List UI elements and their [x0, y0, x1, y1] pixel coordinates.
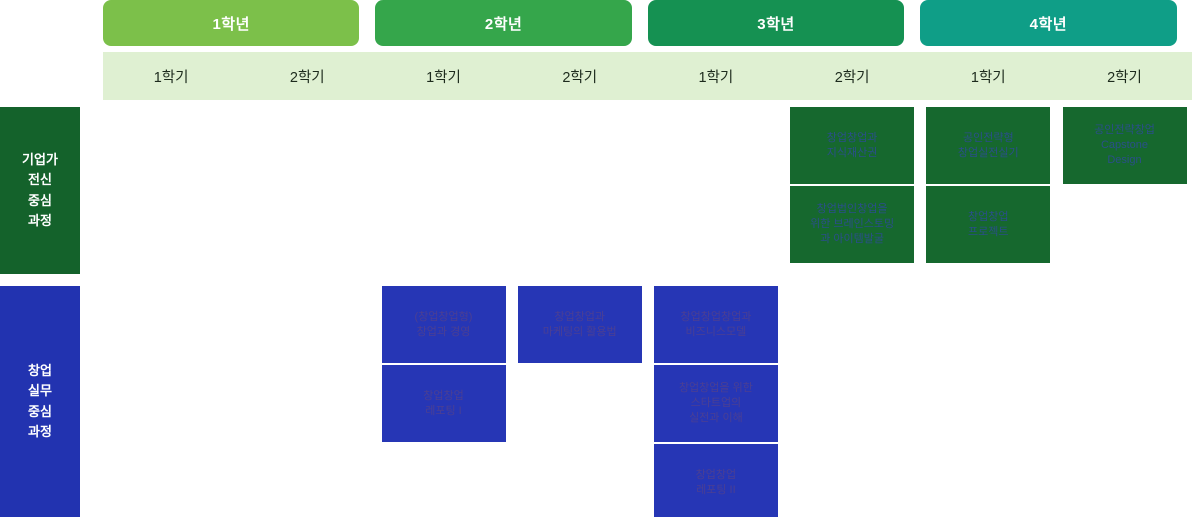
track-label-1: 기업가 전신 중심 과정	[0, 107, 80, 274]
course-box[interactable]: 창업법인창업을 위한 브레인스토밍 과 아이템발굴	[790, 186, 915, 263]
course-box[interactable]: 창업창업 레포팅 I	[381, 365, 506, 442]
semester-header-1: 1학기	[153, 69, 189, 86]
course-box[interactable]: 창업창업과 마케팅의 활용법	[517, 286, 642, 363]
course-box[interactable]: 공인전략창업 Capstone Design	[1062, 107, 1187, 184]
semester-header-4: 2학기	[562, 69, 598, 86]
course-box[interactable]: 공인전략형 창업실전실기	[926, 107, 1051, 184]
course-box[interactable]: 창업창업 프로젝트	[926, 186, 1051, 263]
semester-header-6: 2학기	[834, 69, 870, 86]
track-label-2: 창업 실무 중심 과정	[0, 286, 80, 517]
course-box[interactable]: 창업창업창업과 비즈니스모델	[653, 286, 778, 363]
year-header-2: 2학년	[375, 0, 632, 46]
year-header-3: 3학년	[647, 0, 905, 46]
year-header-4: 4학년	[920, 0, 1177, 46]
semester-header-3: 1학기	[426, 69, 461, 86]
year-header-1: 1학년	[103, 0, 360, 46]
semester-header-5: 1학기	[698, 69, 734, 86]
semester-header-7: 1학기	[970, 69, 1006, 86]
course-box[interactable]: 창업창업과 지식재산권	[790, 107, 915, 184]
semester-header-8: 2학기	[1107, 69, 1142, 86]
semester-header-2: 2학기	[289, 69, 325, 86]
semester-header-row: 1학기 2학기 1학기 2학기 1학기 2학기 1학기 2학기	[103, 52, 1192, 100]
course-box[interactable]: 창업창업 레포팅 II	[653, 444, 778, 517]
course-box[interactable]: 창업창업을 위한 스타트업의 실전과 이해	[653, 365, 778, 442]
course-box[interactable]: (창업창업형) 창업과 경영	[381, 286, 506, 363]
year-header-row: 1학년 2학년 3학년 4학년	[0, 0, 1192, 46]
